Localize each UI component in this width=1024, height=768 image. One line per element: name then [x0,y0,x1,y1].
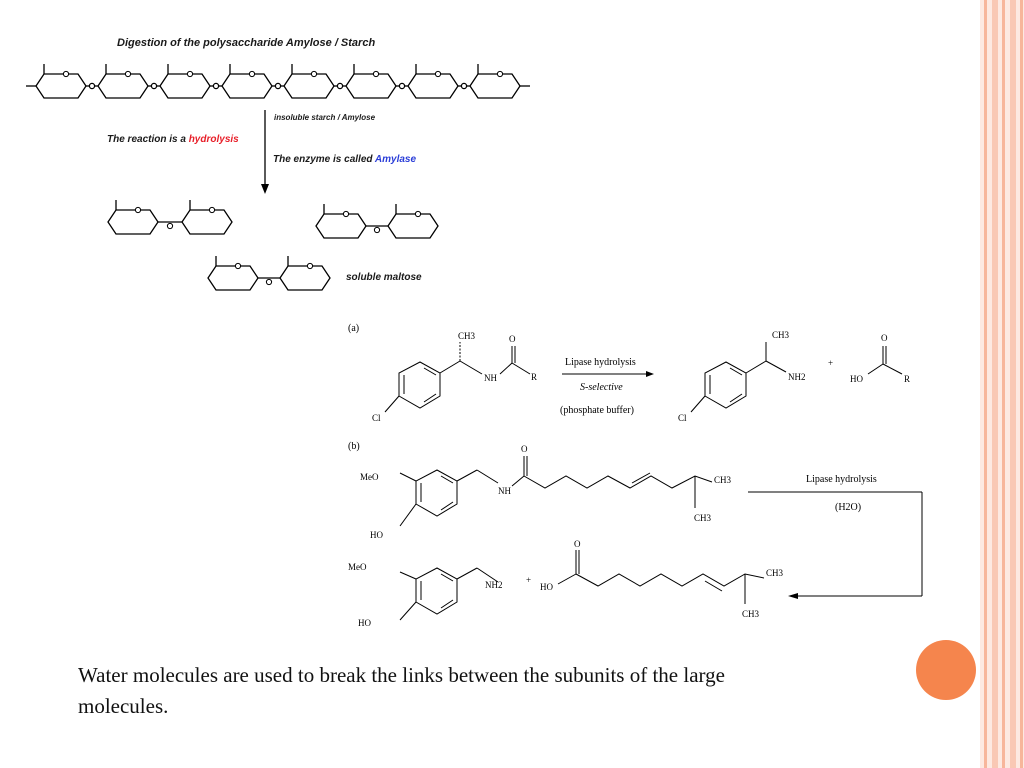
b-product-meo: MeO [348,562,367,572]
a-r: R [531,372,537,382]
b-ch3-top: CH3 [714,475,732,485]
b-nh2: NH2 [485,580,503,590]
a-arrow-line3: (phosphate buffer) [560,405,634,416]
reaction-word: hydrolysis [188,134,239,145]
a-acid-r: R [904,374,910,384]
a-ch3: CH3 [458,331,476,341]
b-arrow-line1: Lipase hydrolysis [806,474,877,485]
a-o: O [509,334,516,344]
amylose-title: Digestion of the polysaccharide Amylose … [117,37,376,49]
a-cl: Cl [372,413,381,423]
b-product-ho: HO [358,618,371,628]
b-arrow-line2: (H2O) [835,502,861,513]
b-nh: NH [498,486,511,496]
a-arrow-line2: S-selective [580,382,623,393]
scheme-b: (b) MeO HO O NH CH3 CH3 Lipase hydrolysi… [348,441,923,628]
enzyme-word: Amylase [374,154,417,165]
b-meo: MeO [360,472,379,482]
b-acid-ho: HO [540,582,553,592]
a-arrow-line1: Lipase hydrolysis [565,357,636,368]
amylose-chain [26,63,530,291]
b-acid-ch3-bottom: CH3 [742,609,760,619]
enzyme-prefix: The enzyme is called [273,154,375,165]
reaction-prefix: The reaction is a [107,134,189,145]
b-ch3-bottom: CH3 [694,513,712,523]
b-plus: + [526,575,531,585]
scheme-b-label: (b) [348,441,360,452]
b-o: O [521,444,528,454]
arrow-label-insoluble: insoluble starch / Amylose [274,113,376,122]
a-acid-o: O [881,333,888,343]
soluble-maltose-label: soluble maltose [346,272,422,283]
b-acid-o: O [574,539,581,549]
b-ho: HO [370,530,383,540]
a-product-ch3: CH3 [772,330,790,340]
reaction-label: The reaction is a hydrolysis [107,134,239,145]
scheme-a-label: (a) [348,323,359,334]
slide-caption: Water molecules are used to break the li… [78,663,725,718]
a-nh2: NH2 [788,372,806,382]
a-nh: NH [484,373,497,383]
a-ho: HO [850,374,863,384]
enzyme-label: The enzyme is called Amylase [273,154,416,165]
a-plus: + [828,358,833,368]
orange-circle-decoration [916,640,976,700]
a-product-cl: Cl [678,413,687,423]
slide-border-stripes [980,0,1024,768]
scheme-a: (a) CH3 O NH R Cl Lipase hydrolysis S-se… [348,323,910,423]
b-acid-ch3-top: CH3 [766,568,784,578]
